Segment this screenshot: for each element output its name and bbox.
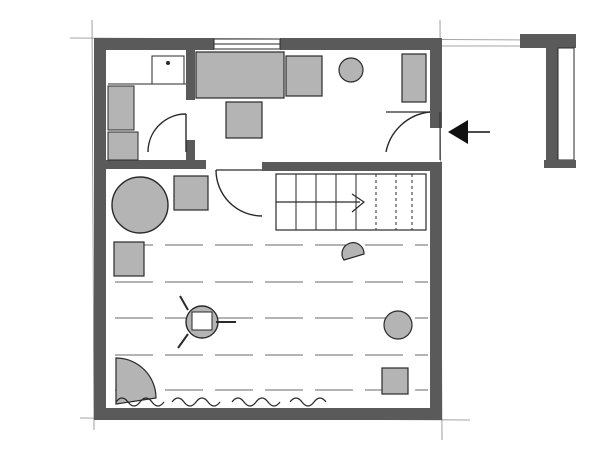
door-swing-icon — [115, 357, 157, 405]
counter — [195, 51, 285, 99]
toilet — [107, 131, 139, 161]
arrow-right-icon — [448, 120, 490, 144]
wall-right-lower — [430, 162, 442, 420]
door-swing-icon — [147, 113, 187, 153]
curtain — [115, 397, 327, 407]
chair — [381, 367, 409, 395]
wall-top-left — [94, 38, 214, 50]
floor-boards — [115, 244, 428, 391]
sink-drain — [166, 61, 170, 65]
chair — [285, 55, 323, 97]
wall-mid-right — [262, 162, 440, 171]
living-room — [111, 169, 413, 405]
bath-shower — [107, 85, 135, 131]
chair — [113, 241, 145, 277]
stool — [383, 310, 413, 340]
cabinet — [401, 53, 427, 103]
stairs-icon — [275, 173, 427, 231]
stool — [338, 57, 364, 83]
construction-line-left — [91, 19, 95, 431]
walls — [94, 38, 442, 420]
annex — [520, 34, 576, 168]
round-table — [111, 176, 169, 234]
door-swing-icon — [385, 111, 431, 153]
sink-icon — [151, 55, 185, 85]
wall-bath-upper — [186, 38, 195, 100]
window-top — [213, 38, 281, 50]
bathroom — [107, 55, 187, 161]
wall-right-upper — [430, 38, 442, 128]
wall-bottom — [94, 408, 442, 420]
seat — [191, 311, 213, 331]
door-swing-icon — [215, 169, 263, 217]
kitchen — [195, 51, 441, 160]
wall-top-right — [280, 38, 440, 50]
lamp — [341, 242, 365, 261]
wall-left — [94, 38, 106, 420]
chair — [225, 101, 263, 139]
wall-mid-left — [94, 160, 206, 169]
chair — [173, 175, 209, 211]
wall-bath-lower — [186, 140, 195, 168]
